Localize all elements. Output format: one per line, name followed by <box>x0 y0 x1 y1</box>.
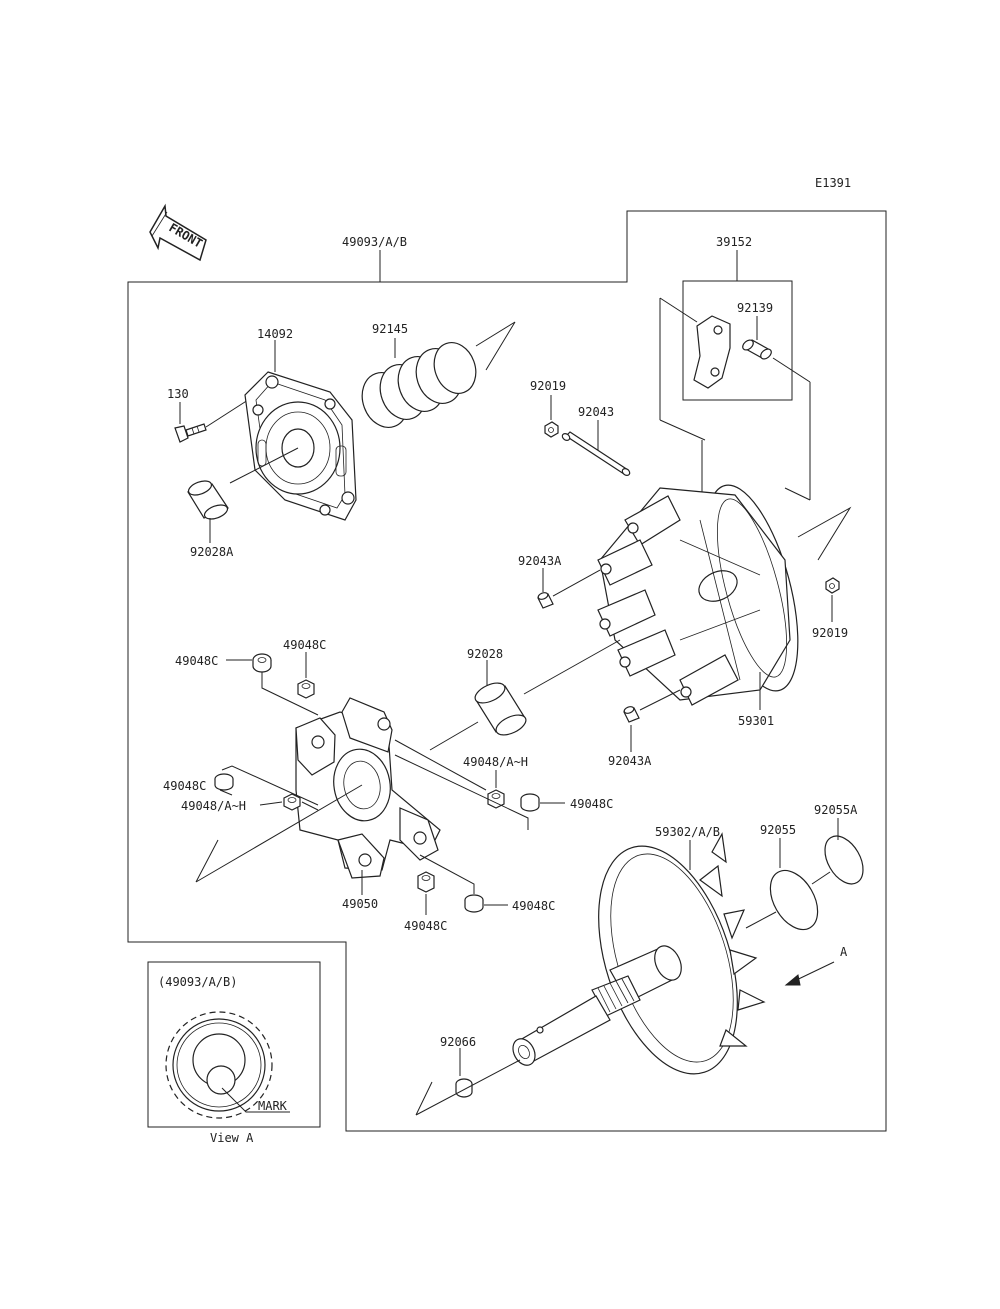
pin-92043 <box>561 431 631 476</box>
part-label-59301: 59301 <box>738 714 774 728</box>
part-label-59302: 59302/A/B <box>655 825 720 839</box>
diagram-code: E1391 <box>815 176 851 190</box>
part-label-92019-top: 92019 <box>530 379 566 393</box>
part-label-49048C-c: 49048C <box>163 779 206 793</box>
weight-arm <box>693 315 731 389</box>
part-label-92043A-left: 92043A <box>518 554 562 568</box>
bolt-130 <box>174 423 207 443</box>
kit-bracket-39152 <box>682 280 793 401</box>
assembly-label: 49093/A/B <box>342 235 407 249</box>
part-label-92066: 92066 <box>440 1035 476 1049</box>
shaft-59302 <box>512 945 682 1066</box>
cap-49048C-c <box>214 773 234 791</box>
part-label-92055A: 92055A <box>814 803 858 817</box>
part-label-130: 130 <box>167 387 189 401</box>
bushing-92028 <box>474 682 527 736</box>
cap-49048C-d <box>520 793 540 812</box>
part-label-92019-right: 92019 <box>812 626 848 640</box>
part-label-49048AH-a: 49048/A~H <box>181 799 246 813</box>
part-label-92043A-bottom: 92043A <box>608 754 652 768</box>
cap-49048C-b <box>297 679 315 699</box>
cap-49048C-a <box>252 653 272 673</box>
part-label-92145: 92145 <box>372 322 408 336</box>
oring-92055 <box>769 869 819 931</box>
oring-92055A <box>824 835 864 885</box>
inset-title: (49093/A/B) <box>158 975 237 989</box>
part-label-49048C-b: 49048C <box>283 638 326 652</box>
pin-92043A-bottom <box>623 706 640 723</box>
part-label-14092: 14092 <box>257 327 293 341</box>
roller-92139 <box>742 339 772 360</box>
nut-92019-right <box>825 577 840 594</box>
drive-face-59301 <box>597 484 799 706</box>
front-arrow-icon: FRONT <box>149 203 207 262</box>
cap-92066 <box>455 1078 473 1098</box>
part-label-49048C-d: 49048C <box>570 797 613 811</box>
part-label-49048C-a: 49048C <box>175 654 218 668</box>
part-label-49050: 49050 <box>342 897 378 911</box>
mark-label: MARK <box>258 1099 288 1113</box>
view-a-arrow-icon <box>784 961 835 986</box>
part-label-49048AH-b: 49048/A~H <box>463 755 528 769</box>
weight-49048AH-a <box>283 793 301 811</box>
part-label-49048C-f: 49048C <box>512 899 555 913</box>
view-arrow-label: A <box>840 945 848 959</box>
weight-49048AH-b <box>487 789 505 809</box>
part-label-92139: 92139 <box>737 301 773 315</box>
cover-plate-14092 <box>244 371 357 521</box>
pin-92043A-left <box>537 592 554 609</box>
part-label-92028: 92028 <box>467 647 503 661</box>
nut-92019-top <box>544 421 559 438</box>
part-label-92028A: 92028A <box>190 545 234 559</box>
part-label-92043: 92043 <box>578 405 614 419</box>
inset-view-a <box>147 961 321 1128</box>
spring-92145 <box>361 342 477 428</box>
gear-icon <box>165 1011 273 1119</box>
cap-49048C-e <box>417 871 435 893</box>
part-label-39152: 39152 <box>716 235 752 249</box>
bushing-92028A <box>187 480 229 520</box>
cap-49048C-f <box>464 894 484 913</box>
spider-49050 <box>295 697 441 879</box>
part-label-92055: 92055 <box>760 823 796 837</box>
assembly-outline <box>127 210 887 1132</box>
part-label-49048C-e: 49048C <box>404 919 447 933</box>
inset-caption: View A <box>210 1131 254 1145</box>
